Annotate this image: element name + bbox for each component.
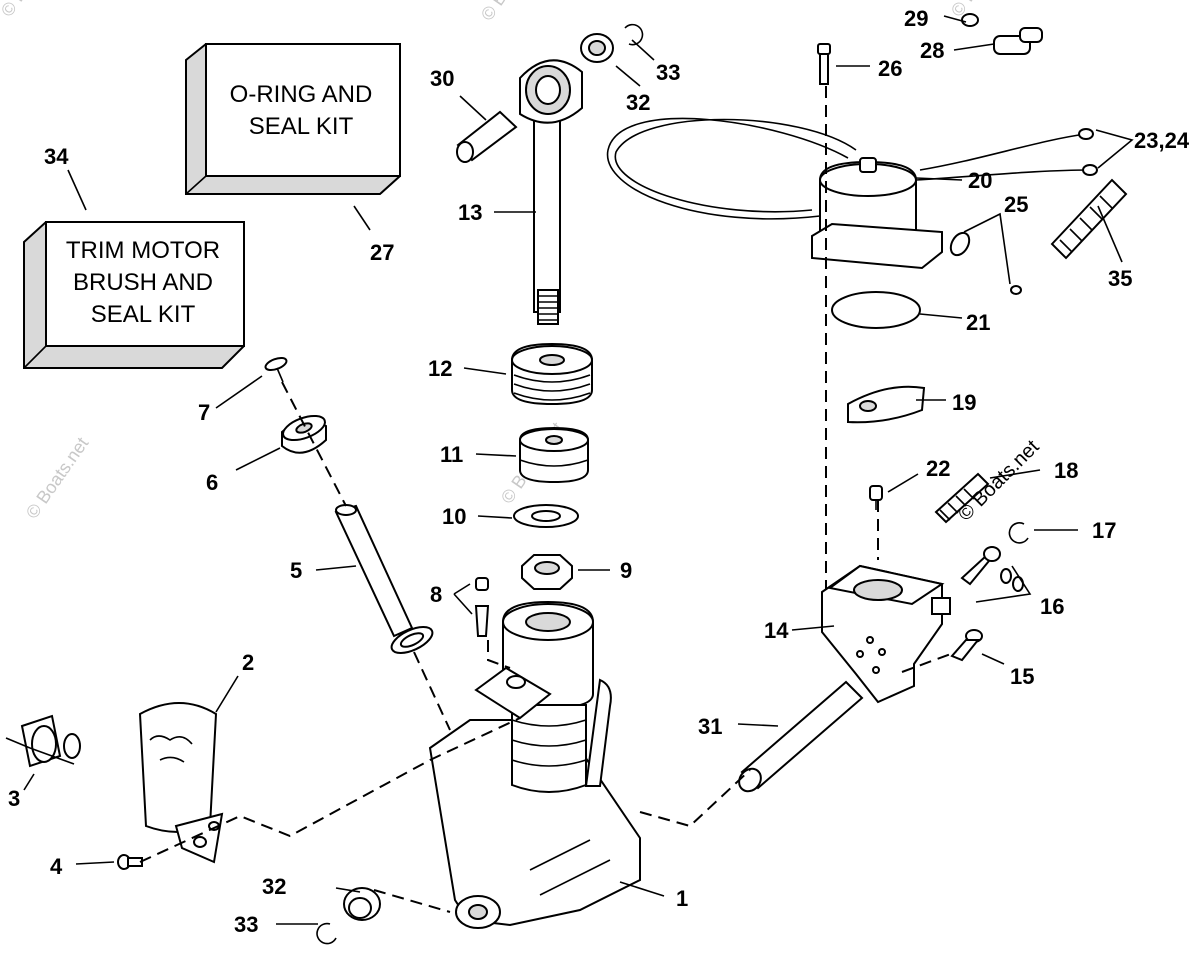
- part-25-clip: [949, 231, 1022, 295]
- label-part-21: 21: [966, 310, 990, 335]
- part-28-connector: [993, 27, 1043, 55]
- label-part-32-top: 32: [626, 90, 650, 115]
- label-part-5: 5: [290, 558, 302, 583]
- label-part-10: 10: [442, 504, 466, 529]
- label-part-22: 22: [926, 456, 950, 481]
- part-9-nut: [521, 554, 573, 590]
- part-31-pin: [738, 680, 864, 793]
- part-32-bushing-bottom: [343, 887, 381, 921]
- label-part-3: 3: [8, 786, 20, 811]
- label-part-2: 2: [242, 650, 254, 675]
- part-17-ring: [1008, 522, 1029, 544]
- label-part-6: 6: [206, 470, 218, 495]
- label-part-18: 18: [1054, 458, 1078, 483]
- label-part-29: 29: [904, 6, 928, 31]
- label-part-16: 16: [1040, 594, 1064, 619]
- part-2-cover: [138, 702, 224, 864]
- oring-seal-kit-box: O-RING AND SEAL KIT: [185, 43, 401, 195]
- label-part-9: 9: [620, 558, 632, 583]
- part-7-screw: [264, 356, 288, 383]
- part-32-bushing-top: [580, 33, 614, 63]
- label-part-27: 27: [370, 240, 394, 265]
- brush-seal-kit-box: TRIM MOTOR BRUSH AND SEAL KIT: [23, 221, 245, 369]
- part-29-clip: [961, 13, 979, 27]
- oring-kit-line2: SEAL KIT: [249, 113, 354, 140]
- part-labels: 1 2 3 4 5 6 7 8 9 10 11 12 13 14 15 16 1…: [8, 6, 1190, 937]
- part-12-cap: [511, 342, 593, 406]
- part-10-washer: [513, 504, 579, 528]
- label-part-31: 31: [698, 714, 722, 739]
- part-33-ring-bottom: [316, 922, 337, 945]
- brush-kit-line2: BRUSH AND: [73, 269, 213, 296]
- part-33-ring-top: [624, 23, 644, 46]
- part-4-screw: [117, 854, 143, 870]
- label-part-34: 34: [44, 144, 69, 169]
- part-19-cam: [847, 385, 926, 424]
- watermark-faint-3: © Boats.net: [22, 434, 92, 523]
- watermark-boats-net: © Boats.net: [954, 436, 1044, 526]
- label-part-11: 11: [440, 442, 463, 467]
- label-part-4: 4: [50, 854, 63, 879]
- label-part-23-24: 23,24: [1134, 128, 1190, 153]
- label-part-26: 26: [878, 56, 902, 81]
- part-13-piston-rod: [519, 59, 583, 325]
- part-26-bolt: [817, 43, 831, 85]
- part-20-motor: [606, 117, 1098, 270]
- assembly-lines: [139, 86, 957, 913]
- part-5-tube: [334, 504, 434, 654]
- watermark-faint-1: © Boats.net: [0, 0, 67, 20]
- watermark-faint-2: © Boats.net: [477, 0, 547, 24]
- label-part-13: 13: [458, 200, 482, 225]
- oring-kit-line1: O-RING AND: [230, 81, 373, 108]
- part-1-trim-cylinder: [428, 600, 641, 929]
- label-part-1: 1: [676, 886, 688, 911]
- part-14-pump: [821, 564, 951, 704]
- label-part-35: 35: [1108, 266, 1132, 291]
- brush-kit-line3: SEAL KIT: [91, 301, 196, 328]
- label-part-8: 8: [430, 582, 442, 607]
- label-part-28: 28: [920, 38, 944, 63]
- label-part-7: 7: [198, 400, 210, 425]
- label-part-17: 17: [1092, 518, 1116, 543]
- leader-lines: [23, 15, 1134, 925]
- label-part-20: 20: [968, 168, 992, 193]
- label-part-25: 25: [1004, 192, 1028, 217]
- part-18-spring: [934, 472, 990, 524]
- label-part-33-bottom: 33: [234, 912, 258, 937]
- part-30-pin: [456, 110, 518, 163]
- label-part-19: 19: [952, 390, 976, 415]
- label-part-15: 15: [1010, 664, 1034, 689]
- part-22-screw: [869, 485, 883, 510]
- part-3-bearing: [5, 714, 81, 768]
- label-part-33-top: 33: [656, 60, 680, 85]
- part-6-plug: [281, 414, 327, 454]
- part-15-bolt: [950, 629, 983, 662]
- part-35-spring: [1050, 178, 1128, 260]
- label-part-30: 30: [430, 66, 454, 91]
- label-part-12: 12: [428, 356, 452, 381]
- part-21-gasket: [831, 291, 921, 329]
- part-8-valve: [474, 577, 490, 637]
- part-16-valve: [960, 546, 1024, 592]
- label-part-32-bottom: 32: [262, 874, 286, 899]
- part-11-piston: [519, 426, 589, 484]
- brush-kit-line1: TRIM MOTOR: [66, 237, 220, 264]
- watermark-faint-5: © Boats.net: [947, 0, 1017, 20]
- label-part-14: 14: [764, 618, 789, 643]
